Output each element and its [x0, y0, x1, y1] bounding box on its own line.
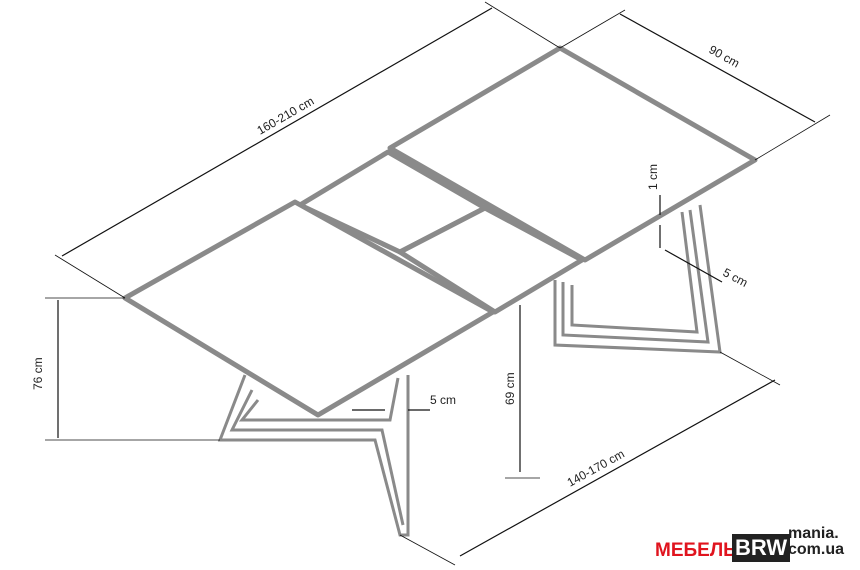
- dim-leg-width-right-label: 5 cm: [721, 265, 751, 290]
- dim-length-label: 160-210 cm: [255, 94, 317, 138]
- dimension-lines: [45, 1, 831, 566]
- dim-width-label: 90 cm: [707, 42, 742, 70]
- dim-thickness-label: 1 cm: [646, 164, 660, 190]
- dim-clearance-label: 69 cm: [503, 372, 517, 405]
- dim-height-label: 76 cm: [31, 357, 45, 390]
- logo-text-domain: mania.com.ua: [788, 526, 844, 558]
- logo-text-brw: BRW: [732, 534, 791, 562]
- dim-leg-width-front-label: 5 cm: [430, 393, 456, 407]
- logo-text-com-ua: com.ua: [788, 541, 845, 558]
- left-leg: [217, 374, 410, 537]
- center-insert-front: [397, 205, 585, 315]
- right-leg: [553, 204, 722, 354]
- logo-text-mebel: МЕБЕЛЬ: [655, 540, 737, 561]
- left-leaf: [122, 199, 496, 418]
- logo-text-mania: mania.: [788, 525, 839, 542]
